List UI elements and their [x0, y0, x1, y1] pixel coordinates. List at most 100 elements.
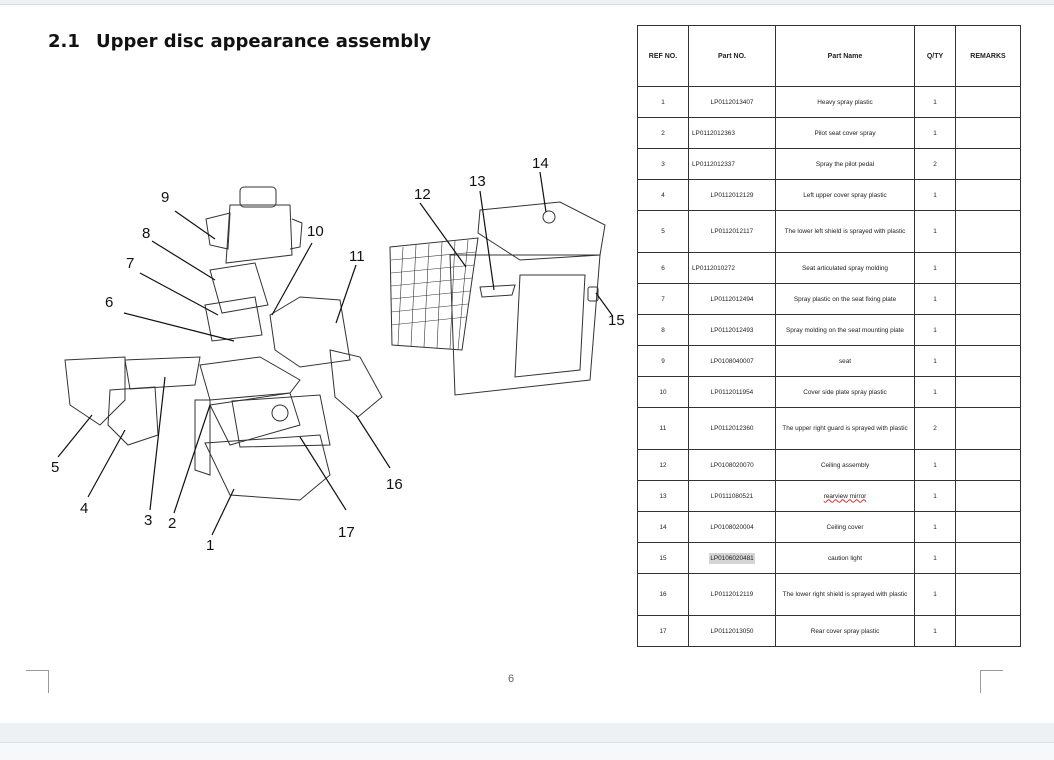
qty-cell: 1 — [914, 314, 956, 346]
qty-cell: 1 — [914, 573, 956, 616]
callout-16: 16 — [386, 476, 403, 493]
remarks-cell — [955, 449, 1021, 481]
qty-cell: 1 — [914, 179, 956, 211]
seat-mounting-plate-drawing — [209, 262, 269, 314]
caution-light-drawing — [587, 286, 599, 302]
qty-cell: 2 — [914, 148, 956, 180]
header-part-name: Part Name — [775, 25, 915, 87]
part-name-text: rearview mirror — [823, 492, 867, 500]
callout-7: 7 — [126, 255, 134, 272]
callout-9: 9 — [161, 189, 169, 206]
remarks-cell — [955, 480, 1021, 512]
heavy-spray-plastic-drawing — [204, 434, 331, 501]
part-name-cell: Spray molding on the seat mounting plate — [775, 314, 915, 346]
header-remarks: REMARKS — [955, 25, 1021, 87]
part-no-cell: LP0112012494 — [688, 283, 776, 315]
pilot-pedal-drawing — [124, 356, 201, 390]
ref-cell: 4 — [637, 179, 689, 211]
remarks-cell — [955, 210, 1021, 253]
ref-cell: 14 — [637, 511, 689, 543]
header-ref-no: REF NO. — [637, 25, 689, 87]
part-no-cell: LP0112012360 — [688, 407, 776, 450]
qty-cell: 1 — [914, 542, 956, 574]
lower-right-shield-drawing — [329, 349, 383, 418]
part-name-cell: Rear cover spray plastic — [775, 615, 915, 647]
crop-mark-left — [26, 670, 49, 693]
ref-cell: 13 — [637, 480, 689, 512]
remarks-cell — [955, 179, 1021, 211]
part-no-cell: LP0111080521 — [688, 480, 776, 512]
part-no-cell: LP0112012117 — [688, 210, 776, 253]
part-name-cell: The lower left shield is sprayed with pl… — [775, 210, 915, 253]
remarks-cell — [955, 376, 1021, 408]
part-name-cell: caution light — [775, 542, 915, 574]
section-title-text: Upper disc appearance assembly — [96, 31, 432, 52]
callout-15: 15 — [608, 312, 625, 329]
section-number: 2.1 — [48, 31, 80, 52]
part-name-cell: Spray the pilot pedal — [775, 148, 915, 180]
seat-fixing-plate-drawing — [204, 296, 263, 342]
ref-cell: 2 — [637, 117, 689, 149]
callout-3: 3 — [144, 512, 152, 529]
ref-cell: 5 — [637, 210, 689, 253]
callout-2: 2 — [168, 515, 176, 532]
table-header-row: REF NO. Part NO. Part Name Q/TY REMARKS — [637, 25, 1021, 87]
ref-cell: 17 — [637, 615, 689, 647]
callout-17: 17 — [338, 524, 355, 541]
callout-8: 8 — [142, 225, 150, 242]
part-no-cell: LP0112013050 — [688, 615, 776, 647]
remarks-cell — [955, 117, 1021, 149]
part-name-cell: Ceiling cover — [775, 511, 915, 543]
seat-drawing — [205, 186, 303, 264]
qty-cell: 2 — [914, 407, 956, 450]
left-upper-cover-drawing — [107, 386, 159, 446]
ref-cell: 3 — [637, 148, 689, 180]
highlighted-part-no: LP0106020481 — [709, 552, 755, 564]
qty-cell: 1 — [914, 283, 956, 315]
remarks-cell — [955, 407, 1021, 450]
remarks-cell — [955, 283, 1021, 315]
part-no-cell: LP0108040007 — [688, 345, 776, 377]
qty-cell: 1 — [914, 615, 956, 647]
callout-10: 10 — [307, 223, 324, 240]
part-name-cell: Pilot seat cover spray — [775, 117, 915, 149]
part-no-cell: LP0112012493 — [688, 314, 776, 346]
remarks-cell — [955, 542, 1021, 574]
rear-cover-drawing — [231, 394, 331, 448]
part-no-cell: LP0112012129 — [688, 179, 776, 211]
callout-14: 14 — [532, 155, 549, 172]
part-no-cell: LP0108020070 — [688, 449, 776, 481]
ref-cell: 12 — [637, 449, 689, 481]
part-no-cell: LP0112012119 — [688, 573, 776, 616]
callout-4: 4 — [80, 500, 88, 517]
callout-1: 1 — [206, 537, 214, 554]
part-no-cell: LP0112011954 — [688, 376, 776, 408]
part-name-cell: Ceiling assembly — [775, 449, 915, 481]
ref-cell: 16 — [637, 573, 689, 616]
ref-cell: 8 — [637, 314, 689, 346]
remarks-cell — [955, 86, 1021, 118]
qty-cell: 1 — [914, 449, 956, 481]
part-no-cell: LP0112012363 — [688, 117, 776, 149]
part-name-cell: seat — [775, 345, 915, 377]
section-title: 2.1 Upper disc appearance assembly — [48, 31, 431, 52]
qty-cell: 1 — [914, 252, 956, 284]
part-name-cell: Heavy spray plastic — [775, 86, 915, 118]
ref-cell: 1 — [637, 86, 689, 118]
remarks-cell — [955, 573, 1021, 616]
remarks-cell — [955, 148, 1021, 180]
remarks-cell — [955, 615, 1021, 647]
ceiling-frame-drawing — [449, 254, 601, 396]
callout-13: 13 — [469, 173, 486, 190]
